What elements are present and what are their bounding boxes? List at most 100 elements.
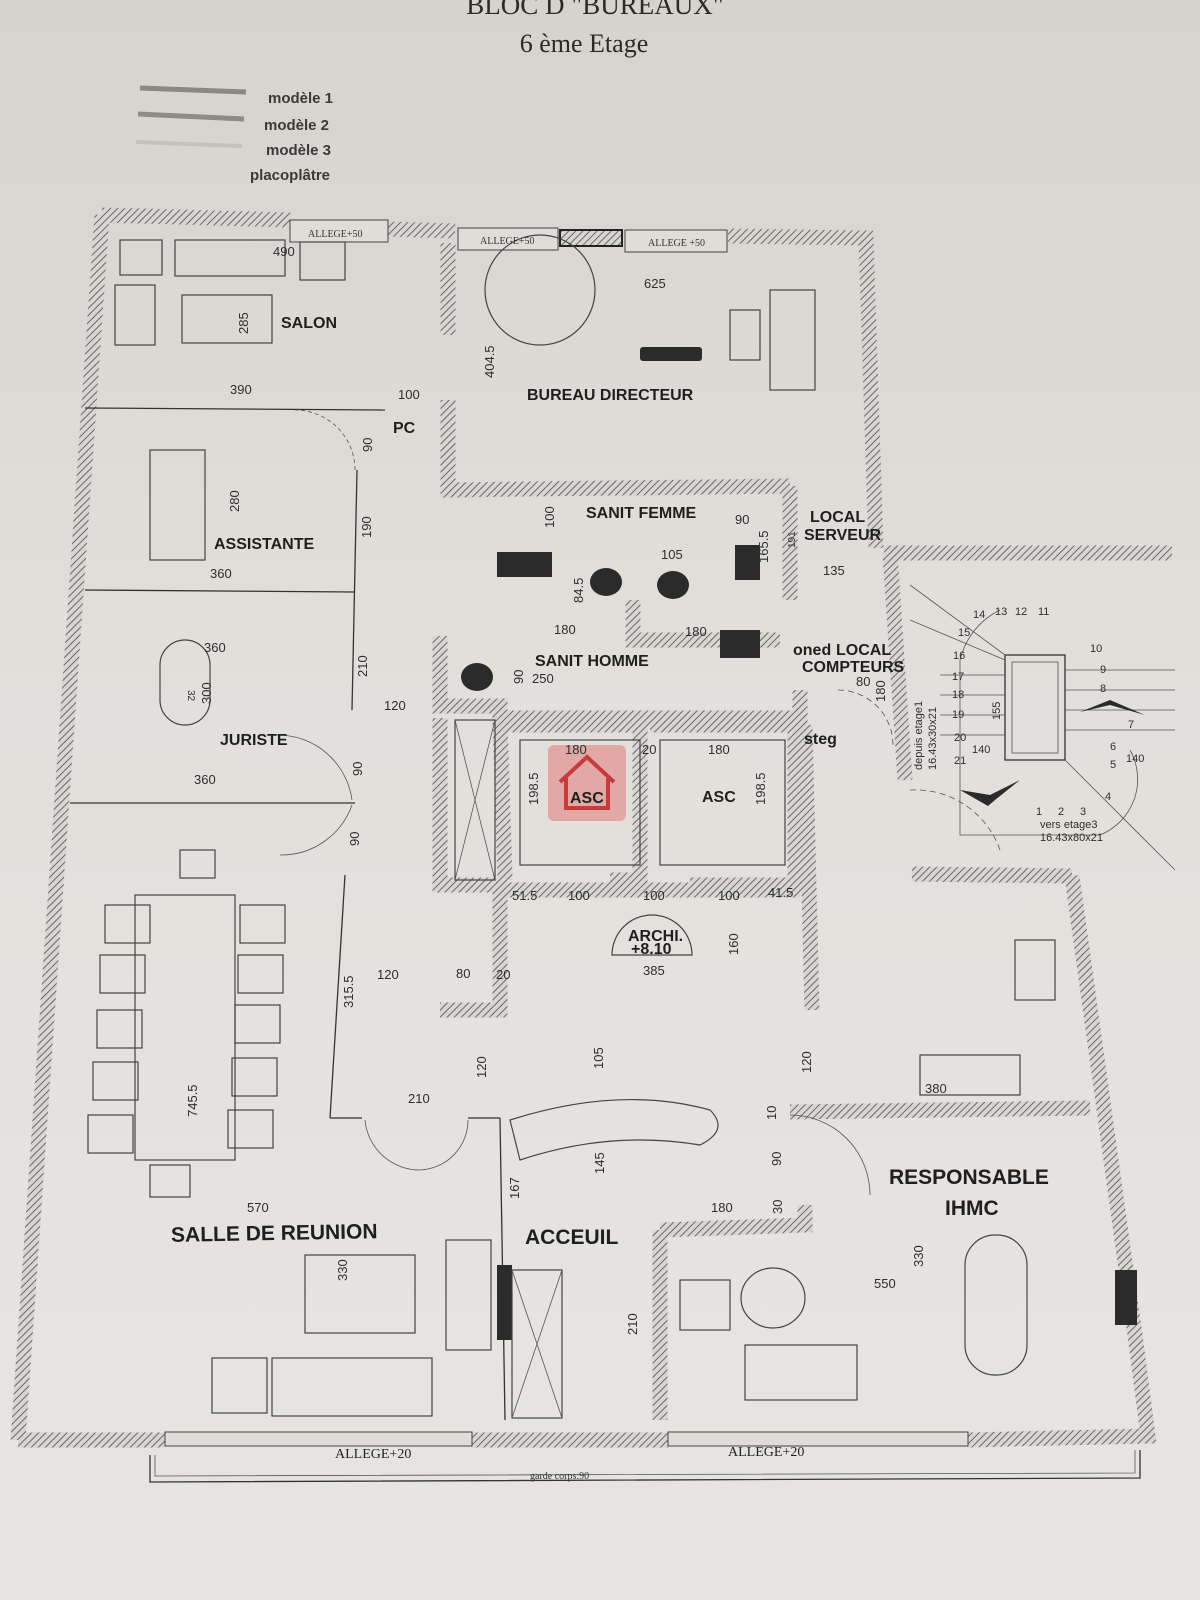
dim: 210 [408, 1091, 430, 1106]
stair-step-8: 8 [1100, 683, 1106, 695]
legend: modèle 1 modèle 2 modèle 3 placoplâtre [135, 85, 333, 184]
room-labels: SALON BUREAU DIRECTEUR PC SANIT FEMME LO… [171, 315, 1049, 1249]
dim: 360 [194, 772, 216, 787]
legend-modele-1: modèle 1 [268, 90, 333, 107]
dim: 490 [273, 244, 295, 259]
stair-step-2: 2 [1058, 806, 1064, 818]
stair-width: 140 [972, 744, 990, 756]
meeting-chairs [87, 849, 286, 1198]
room-asc-1: ASC [570, 790, 604, 807]
dim: 120 [384, 698, 406, 713]
room-salon: SALON [281, 315, 337, 332]
room-archi-level: +8.10 [631, 941, 672, 958]
dim: 360 [204, 640, 226, 655]
dim: 180 [711, 1200, 733, 1215]
dim: 120 [377, 967, 399, 982]
dim: 330 [335, 1259, 350, 1281]
room-responsable: RESPONSABLE [889, 1166, 1049, 1189]
window-top-2 [457, 227, 559, 251]
dim: 210 [355, 655, 370, 677]
dim: 90 [360, 438, 375, 452]
dim: 180 [565, 742, 587, 757]
dim: 100 [398, 387, 420, 402]
dim: 180 [873, 680, 888, 702]
room-local-compteurs: LOCAL [836, 642, 891, 659]
stair-step-5: 5 [1110, 759, 1116, 771]
dim: 80 [856, 674, 870, 689]
dim: 10 [764, 1106, 779, 1120]
garde-corps-label: garde corps:90 [530, 1471, 589, 1482]
stair-width: 140 [1126, 753, 1144, 765]
dim: 180 [685, 624, 707, 639]
dim: 385 [643, 963, 665, 978]
column [497, 1265, 512, 1340]
dim: 84.5 [571, 578, 586, 603]
dim: 180 [708, 742, 730, 757]
dim: 380 [925, 1081, 947, 1096]
legend-modele-2: modèle 2 [264, 117, 329, 134]
allege-labels: ALLEGE+50 ALLEGE+50 ALLEGE +50 ALLEGE+20… [308, 229, 804, 1482]
dim: 32 [185, 690, 196, 702]
stair-step-14: 14 [973, 609, 985, 621]
dim: 390 [230, 382, 252, 397]
dim: 90 [511, 670, 526, 684]
room-local-compteurs: COMPTEURS [802, 659, 905, 676]
legend-swatch-modele-3 [135, 140, 243, 148]
dim: 250 [532, 671, 554, 686]
window-top-3 [624, 229, 728, 253]
allege-bottom-2: ALLEGE+20 [728, 1445, 804, 1460]
stair-step-7: 7 [1128, 719, 1134, 731]
dim: 550 [874, 1276, 896, 1291]
interior-walls [70, 243, 1137, 1421]
dim: 51.5 [512, 888, 537, 903]
stair-step-20: 20 [954, 732, 966, 744]
dim: 90 [350, 762, 365, 776]
stair-step-10: 10 [1090, 643, 1102, 655]
dim: 41.5 [768, 885, 793, 900]
room-local-serveur: SERVEUR [804, 527, 882, 544]
room-salle-de-reunion: SALLE DE REUNION [171, 1220, 378, 1247]
room-responsable-ihmc: IHMC [945, 1197, 999, 1220]
dimension-labels: 490 625 285 404.5 390 100 90 280 190 360… [185, 244, 947, 1335]
stair-step-3: 3 [1080, 806, 1086, 818]
room-acceuil: ACCEUIL [525, 1226, 619, 1249]
room-oned: oned [793, 642, 831, 659]
dim: 145 [592, 1152, 607, 1174]
dim: 165.5 [756, 530, 771, 563]
dim: 135 [823, 563, 845, 578]
dim: 315.5 [341, 975, 356, 1008]
dim: 330 [911, 1245, 926, 1267]
dim: 90 [735, 512, 749, 527]
stair-step-11: 11 [1038, 606, 1049, 618]
stair-step-9: 9 [1100, 664, 1106, 676]
plan-title: BLOC D "BUREAUX" [466, 0, 724, 20]
plan-subtitle: 6 ème Etage [520, 29, 649, 58]
dim: 210 [625, 1313, 640, 1335]
dim: 280 [227, 490, 242, 512]
dim: 300 [199, 682, 214, 704]
dim: 570 [247, 1200, 269, 1215]
allege-top-2: ALLEGE+50 [480, 236, 535, 247]
stair-step-18: 18 [952, 689, 964, 701]
stair-to-dims: 16.43x80x21 [1040, 832, 1103, 844]
stair-step-15: 15 [958, 627, 970, 639]
dim: 80 [456, 966, 470, 981]
room-steg: steg [804, 731, 837, 748]
stair-step-12: 12 [1015, 606, 1027, 618]
dim: 20 [496, 967, 510, 982]
dim: 360 [210, 566, 232, 581]
stair-step-4: 4 [1105, 791, 1111, 803]
stair-width: 155 [991, 702, 1003, 720]
staircase: 1 2 3 4 5 6 7 8 9 10 11 12 13 14 15 16 1… [909, 584, 1176, 871]
dim: 120 [799, 1051, 814, 1073]
dim: 100 [568, 888, 590, 903]
column [1115, 1270, 1137, 1325]
dim: 120 [474, 1056, 489, 1078]
allege-bottom-1: ALLEGE+20 [335, 1447, 411, 1462]
window-bottom-1 [164, 1431, 473, 1447]
window-bottom-2 [667, 1431, 969, 1447]
dim: 404.5 [482, 345, 497, 378]
dim: 167 [507, 1177, 522, 1199]
room-juriste: JURISTE [220, 732, 288, 749]
dim: 190 [359, 516, 374, 538]
